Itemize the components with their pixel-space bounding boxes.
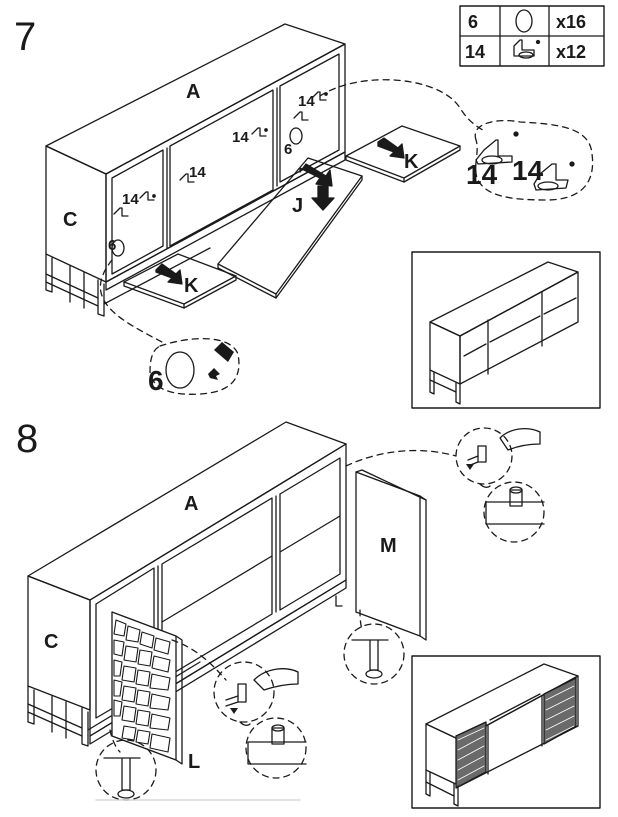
label-shelf-j: J bbox=[292, 195, 303, 217]
step-7: 7 6 14 x16 x12 bbox=[14, 5, 605, 409]
label-door-m: M bbox=[380, 535, 397, 557]
shelf-support-bracket-icon bbox=[113, 91, 328, 217]
cam-detail-callout bbox=[149, 338, 240, 395]
label-side-c: C bbox=[63, 209, 77, 231]
shelf-support-bracket-icon bbox=[513, 39, 541, 59]
callout-cam-right: 6 bbox=[284, 141, 292, 158]
callout-cam-left: 6 bbox=[108, 237, 116, 254]
cam-lock-disc-icon bbox=[111, 127, 303, 257]
detail-cam: 6 bbox=[148, 365, 164, 396]
callout-bracket-l: 14 bbox=[122, 191, 139, 208]
parts-table-id-14: 14 bbox=[465, 42, 485, 62]
label-top-a-8: A bbox=[184, 493, 198, 515]
parts-table: 6 14 x16 x12 bbox=[459, 5, 605, 67]
detail-bracket-a: 14 bbox=[466, 159, 498, 190]
step-8: 8 A C M bbox=[16, 417, 601, 809]
callout-bracket-cm: 14 bbox=[189, 164, 206, 181]
step-8-number: 8 bbox=[16, 417, 38, 461]
step-7-number: 7 bbox=[14, 15, 36, 59]
door-l bbox=[111, 611, 183, 765]
parts-table-id-6: 6 bbox=[468, 12, 478, 32]
cabinet-step-7 bbox=[45, 23, 346, 317]
callout-bracket-tl: 14 bbox=[298, 93, 315, 110]
parts-table-qty-14: x12 bbox=[556, 42, 586, 62]
shelf-j bbox=[217, 157, 363, 299]
result-preview-step-7 bbox=[411, 251, 601, 409]
shelf-k-right bbox=[345, 125, 461, 183]
label-shelf-k-left: K bbox=[184, 275, 199, 297]
bracket-detail-callout bbox=[474, 119, 594, 201]
cam-lock-disc-icon bbox=[515, 9, 533, 33]
label-side-c-8: C bbox=[44, 631, 58, 653]
insert-arrow-icon bbox=[299, 163, 335, 211]
stone-pattern bbox=[113, 619, 171, 753]
label-shelf-k-right: K bbox=[404, 151, 419, 173]
callout-bracket-tc: 14 bbox=[232, 129, 249, 146]
parts-table-qty-6: x16 bbox=[556, 12, 586, 32]
label-top-a: A bbox=[186, 81, 200, 103]
door-m bbox=[355, 469, 427, 641]
hinge-detail-callout bbox=[455, 427, 545, 543]
result-preview-step-8 bbox=[411, 655, 601, 809]
insert-arrow-icon bbox=[377, 137, 405, 159]
foot-adjust-detail-callout bbox=[95, 623, 405, 801]
shelf-support-bracket-icon bbox=[475, 131, 575, 191]
insert-arrow-icon bbox=[155, 263, 183, 285]
cabinet-step-8 bbox=[27, 421, 347, 747]
hinge-detail-callout bbox=[213, 661, 307, 779]
shelf-k-left bbox=[123, 253, 237, 309]
detail-bracket-b: 14 bbox=[512, 155, 544, 186]
label-door-l: L bbox=[188, 751, 200, 773]
